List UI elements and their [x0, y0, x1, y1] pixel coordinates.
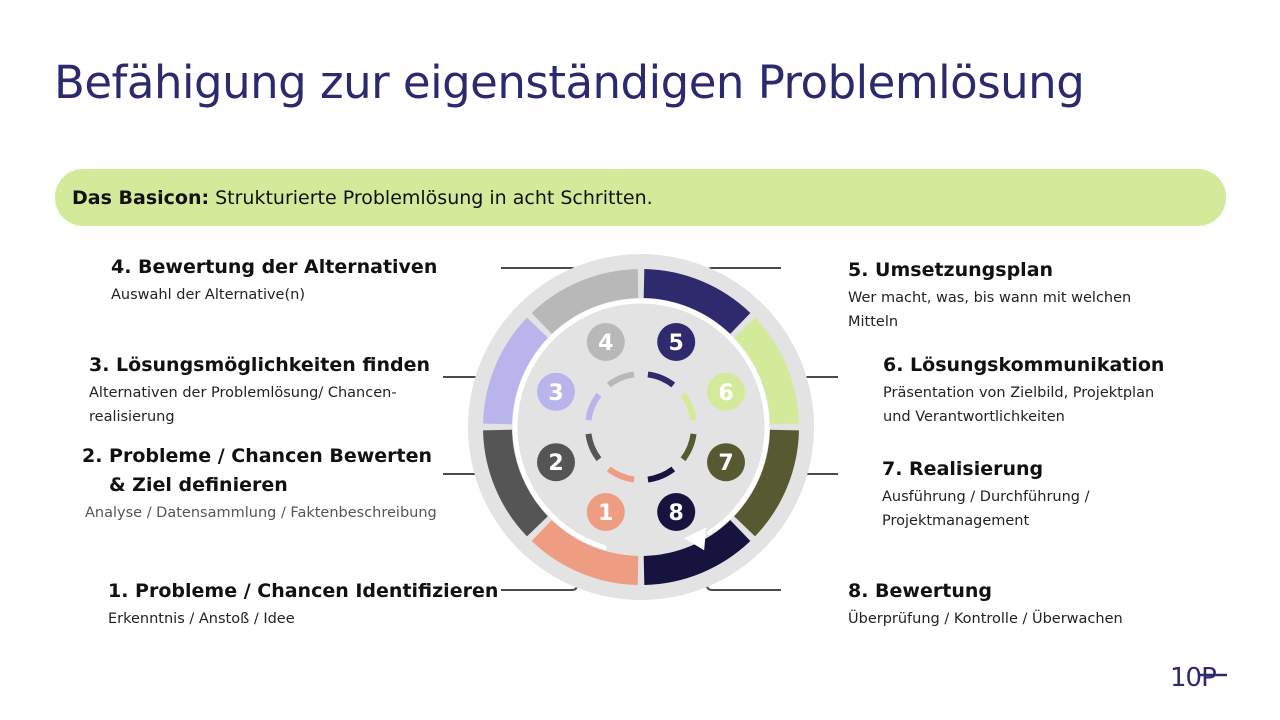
flow-arrow	[512, 298, 770, 551]
outer-segment-step-4	[531, 269, 639, 335]
step-badge-8	[657, 493, 696, 531]
outer-segment-step-3	[483, 317, 549, 425]
step-6-description: Präsentation von Zielbild, Projektplan	[883, 385, 1155, 401]
step-3-description: Alternativen der Problemlösung/ Chancen-	[89, 385, 397, 401]
step-4-block: 4. Bewertung der Alternativen Auswahl de…	[111, 253, 437, 307]
step-8-title: 8. Bewertung	[848, 580, 992, 602]
outer-segment-step-6	[733, 317, 799, 425]
step-6-block: 6. Lösungskommunikation Präsentation von…	[883, 351, 1164, 429]
step-badge-number-1: 1	[598, 501, 613, 526]
step-6-title: 6. Lösungskommunikation	[883, 354, 1165, 376]
step-7-description-line2: Projektmanagement	[882, 513, 1030, 529]
step-7-title: 7. Realisierung	[882, 458, 1044, 480]
step-1-title: 1. Probleme / Chancen Identifizieren	[108, 580, 499, 602]
step-3-block: 3. Lösungsmöglichkeiten finden Alternati…	[89, 351, 430, 429]
inner-segment-step-4	[606, 371, 635, 388]
outer-segment-step-5	[643, 269, 751, 335]
step-5-description-line2: Mitteln	[848, 314, 899, 330]
step-7-description: Ausführung / Durchführung /	[882, 489, 1090, 505]
step-2-title: 2. Probleme / Chancen Bewerten	[82, 445, 433, 467]
step-7-block: 7. Realisierung Ausführung / Durchführun…	[882, 455, 1089, 533]
step-badge-6	[707, 372, 745, 411]
outer-ring	[483, 269, 799, 585]
step-6-description-line2: und Verantwortlichkeiten	[883, 409, 1065, 425]
banner-label: Das Basicon:	[72, 186, 210, 209]
step-5-title: 5. Umsetzungsplan	[848, 259, 1054, 281]
step-badge-4	[586, 323, 625, 361]
page-title: Befähigung zur eigenständigen Problemlös…	[54, 56, 1085, 109]
step-badge-number-7: 7	[718, 451, 733, 476]
step-1-block: 1. Probleme / Chancen Identifizieren Erk…	[108, 577, 498, 631]
step-badge-1	[586, 493, 625, 531]
inner-segment-step-7	[680, 433, 697, 462]
inner-segment-step-6	[680, 392, 697, 421]
step-badge-2	[537, 443, 575, 482]
step-badge-number-3: 3	[548, 381, 563, 406]
inner-segment-step-5	[647, 371, 676, 388]
step-2-block: 2. Probleme / Chancen Bewerten & Ziel de…	[82, 442, 437, 525]
outer-segment-step-2	[483, 429, 549, 537]
step-badge-7	[707, 443, 745, 482]
step-badge-5	[657, 323, 696, 361]
step-badge-number-8: 8	[669, 501, 684, 526]
summary-banner: Das Basicon: Strukturierte Problemlösung…	[55, 169, 1226, 226]
flow-arrowhead	[684, 527, 707, 551]
step-4-title: 4. Bewertung der Alternativen	[111, 256, 438, 278]
step-8-block: 8. Bewertung Überprüfung / Kontrolle / Ü…	[848, 577, 1123, 631]
inner-ring	[585, 371, 697, 483]
step-2-title-line2: & Ziel definieren	[109, 474, 288, 496]
step-badge-number-5: 5	[669, 331, 684, 356]
step-3-description-line2: realisierung	[89, 409, 175, 425]
step-1-description: Erkenntnis / Anstoß / Idee	[108, 611, 295, 627]
step-badge-number-6: 6	[718, 381, 733, 406]
step-8-description: Überprüfung / Kontrolle / Überwachen	[848, 611, 1123, 627]
company-logo: 10P	[1170, 663, 1227, 692]
flow-arc	[512, 298, 770, 550]
step-badge-number-4: 4	[598, 331, 613, 356]
step-4-description: Auswahl der Alternative(n)	[111, 287, 305, 303]
outer-segment-step-1	[531, 519, 639, 585]
step-badge-3	[537, 372, 575, 411]
step-3-title: 3. Lösungsmöglichkeiten finden	[89, 354, 431, 376]
outer-segment-step-7	[733, 429, 799, 537]
step-badge-number-2: 2	[548, 451, 563, 476]
outer-segment-step-8	[643, 519, 751, 585]
logo-text: 10P	[1170, 663, 1216, 692]
inner-segment-step-8	[647, 466, 676, 483]
step-2-description: Analyse / Datensammlung / Faktenbeschrei…	[85, 505, 437, 521]
inner-segment-step-3	[585, 392, 602, 421]
banner-text: Strukturierte Problemlösung in acht Schr…	[215, 186, 653, 209]
step-badges: 5 6 7 8 1 2 3 4	[537, 323, 745, 531]
inner-segment-step-2	[585, 433, 602, 462]
cycle-background-disc	[468, 254, 814, 600]
step-5-description: Wer macht, was, bis wann mit welchen	[848, 290, 1132, 306]
step-5-block: 5. Umsetzungsplan Wer macht, was, bis wa…	[848, 256, 1131, 334]
inner-segment-step-1	[606, 466, 635, 483]
